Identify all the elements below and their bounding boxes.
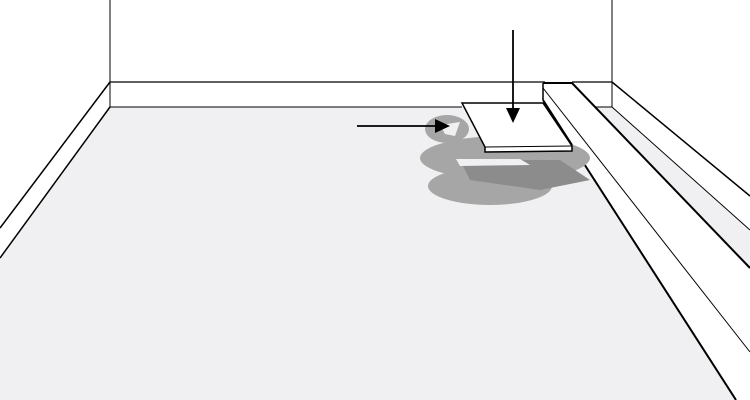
strip-back-edge: [571, 82, 750, 269]
baseboard-right-top: [611, 81, 750, 197]
baseboard-left-top: [0, 81, 111, 229]
baseboard-left-bottom: [0, 106, 111, 259]
arrow-right-icon: [357, 119, 450, 133]
baseboard-right-bottom: [611, 106, 750, 231]
tile-edge: [484, 145, 573, 148]
arrow-down-icon: [506, 30, 520, 123]
strip-middle-edge: [542, 87, 750, 353]
floor-strip: [543, 83, 750, 400]
